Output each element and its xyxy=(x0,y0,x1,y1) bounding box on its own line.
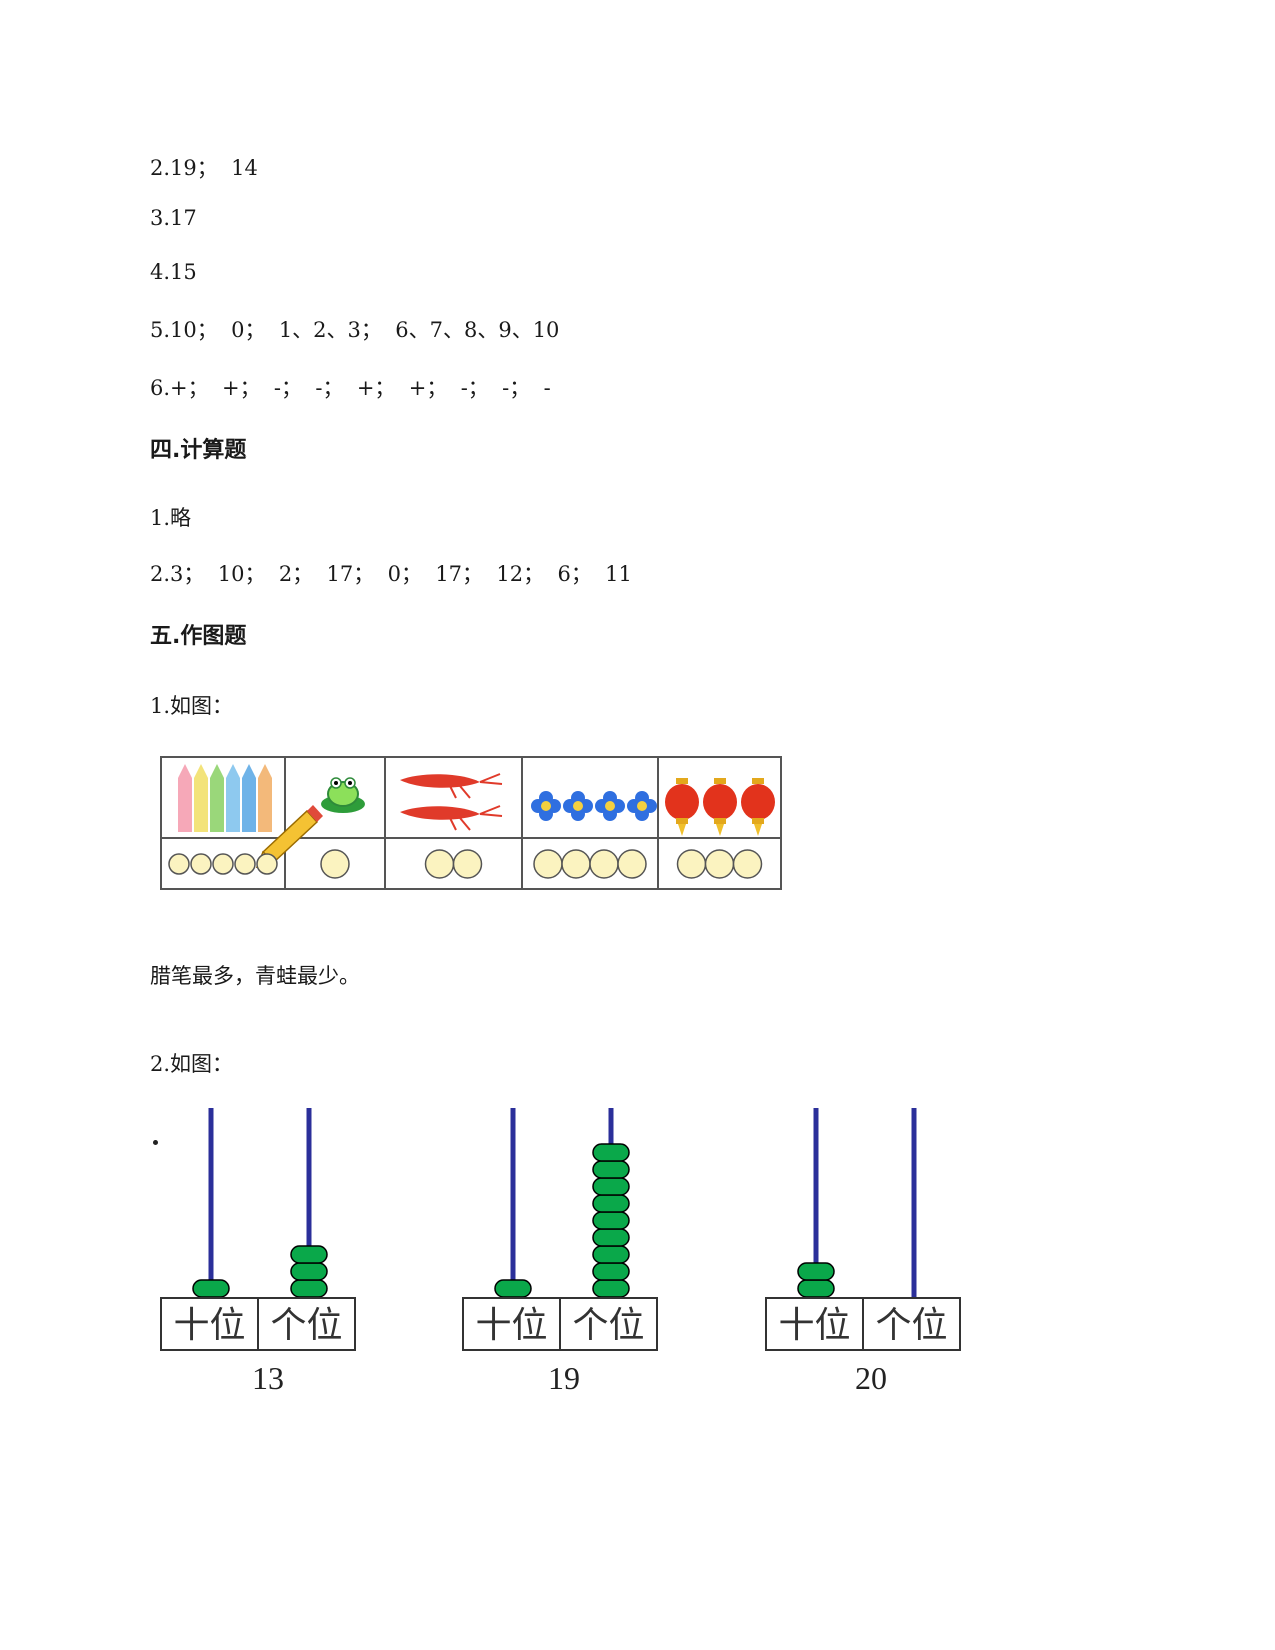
calc-line-2: 2.3； 10； 2； 17； 0； 17； 12； 6； 11 xyxy=(150,562,632,586)
abacus-bead xyxy=(592,1143,630,1162)
answer-line-5: 5.10； 0； 1、2、3； 6、7、8、9、10 xyxy=(150,318,560,342)
count-circle xyxy=(561,849,591,879)
count-circle xyxy=(452,849,483,879)
count-circle xyxy=(256,853,278,875)
answer-line-2: 2.19； 14 xyxy=(150,156,258,180)
count-circle xyxy=(617,849,647,879)
tens-label: 十位 xyxy=(475,1305,547,1346)
abacus-number: 19 xyxy=(548,1360,580,1396)
calc-line-1: 1.略 xyxy=(150,506,192,530)
abacus-bead xyxy=(592,1279,630,1298)
abacus-bead xyxy=(494,1279,532,1298)
abacus-bead xyxy=(592,1194,630,1213)
abacus-bead xyxy=(192,1279,230,1298)
drawing-q1-conclusion: 腊笔最多，青蛙最少。 xyxy=(150,964,360,988)
abacus-bead xyxy=(290,1245,328,1264)
abacus-bead xyxy=(290,1279,328,1298)
count-circle xyxy=(234,853,256,875)
drawing-q1-label: 1.如图： xyxy=(150,694,234,718)
count-circle xyxy=(320,849,350,879)
abacus-bead xyxy=(592,1262,630,1281)
ones-label: 个位 xyxy=(572,1305,644,1346)
answer-line-6: 6.+； +； -； -； +； +； -； -； - xyxy=(150,376,551,400)
count-circles xyxy=(168,849,763,879)
abacus-bead xyxy=(290,1262,328,1281)
section-heading-calculation: 四.计算题 xyxy=(150,438,247,463)
drawing-q2-label: 2.如图： xyxy=(150,1052,234,1076)
counting-table xyxy=(160,756,782,890)
abacus-13: 13 十位个位 xyxy=(160,1108,356,1396)
abacus-bead xyxy=(592,1160,630,1179)
abacus-number: 13 xyxy=(252,1360,284,1396)
abacus-bead xyxy=(592,1228,630,1247)
answer-line-4: 4.15 xyxy=(150,260,197,284)
abacus-bead xyxy=(592,1211,630,1230)
abacus-bead xyxy=(797,1279,835,1298)
abacus-19: 19 十位个位 xyxy=(462,1108,658,1396)
count-circle xyxy=(424,849,455,879)
count-circle xyxy=(168,853,190,875)
ones-label: 个位 xyxy=(270,1305,342,1346)
crayons-icon xyxy=(178,764,272,832)
tens-label: 十位 xyxy=(778,1305,850,1346)
abacus-bead xyxy=(592,1245,630,1264)
stray-dot xyxy=(153,1140,158,1145)
count-circle xyxy=(533,849,563,879)
section-heading-drawing: 五.作图题 xyxy=(150,624,247,649)
answer-line-3: 3.17 xyxy=(150,206,197,230)
count-circle xyxy=(212,853,234,875)
abacus-bead xyxy=(797,1262,835,1281)
abacus-number: 20 xyxy=(855,1360,887,1396)
tens-label: 十位 xyxy=(173,1305,245,1346)
shrimp-icon xyxy=(400,773,503,831)
count-circle xyxy=(732,849,763,879)
count-circle xyxy=(190,853,212,875)
abacus-20: 20 十位个位 xyxy=(765,1108,961,1396)
count-circle xyxy=(676,849,707,879)
frog-icon xyxy=(321,777,365,813)
count-circle xyxy=(589,849,619,879)
flower-icon xyxy=(531,791,657,821)
ones-label: 个位 xyxy=(875,1305,947,1346)
lantern-icon xyxy=(665,778,775,836)
count-circle xyxy=(704,849,735,879)
abacus-bead xyxy=(592,1177,630,1196)
